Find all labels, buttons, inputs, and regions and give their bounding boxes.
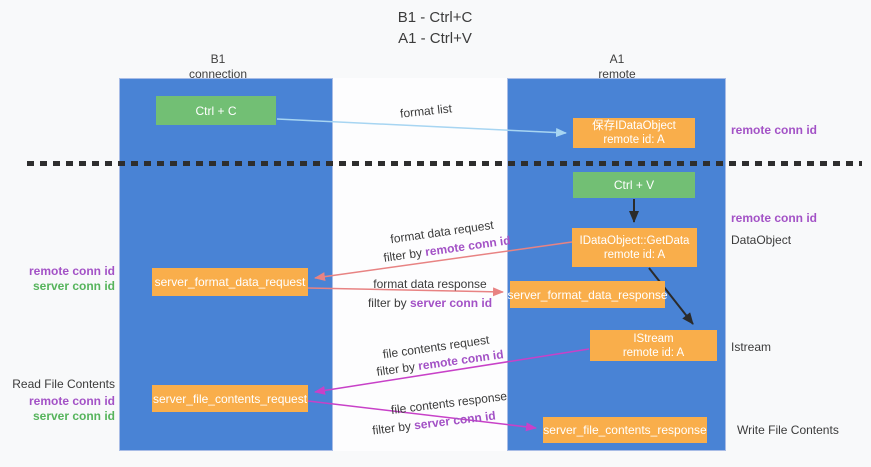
box-istream-line2: remote id: A bbox=[622, 346, 685, 359]
lifeline-header-b1: B1 connection bbox=[158, 52, 278, 82]
left-label-read-file-contents: Read File Contents bbox=[12, 377, 115, 391]
box-getdata-line1: IDataObject::GetData bbox=[579, 234, 690, 247]
right-label-remote-conn-id-2: remote conn id bbox=[731, 211, 818, 225]
box-server-format-data-response: server_format_data_response bbox=[507, 281, 668, 308]
flow-label-format-data-response: format data response bbox=[373, 277, 487, 291]
box-file-response-label: server_file_contents_response bbox=[543, 423, 707, 437]
phase-divider-dashed-line bbox=[27, 161, 862, 166]
box-idataobject-getdata: IDataObject::GetData remote id: A bbox=[572, 228, 697, 267]
title-line-2: A1 - Ctrl+V bbox=[398, 30, 472, 47]
box-ctrl-v: Ctrl + V bbox=[573, 172, 695, 198]
box-ctrl-c-label: Ctrl + C bbox=[195, 103, 237, 118]
box-istream-line1: IStream bbox=[633, 332, 674, 345]
box-save-idataobject-line1: 保存IDataObject bbox=[592, 120, 676, 132]
box-save-idataobject-line2: remote id: A bbox=[603, 134, 665, 146]
lifeline-a1-role: remote bbox=[598, 67, 636, 81]
right-label-write-file-contents: Write File Contents bbox=[737, 423, 839, 437]
left-label-server-conn-id-1: server conn id bbox=[32, 279, 115, 293]
box-save-idataobject: 保存IDataObject remote id: A bbox=[573, 118, 695, 148]
diagram-title: B1 - Ctrl+C A1 - Ctrl+V bbox=[355, 7, 515, 49]
box-ctrl-c: Ctrl + C bbox=[156, 96, 276, 125]
box-getdata-line2: remote id: A bbox=[603, 248, 666, 261]
left-label-server-conn-id-2: server conn id bbox=[32, 409, 115, 423]
right-label-dataobject: DataObject bbox=[731, 233, 792, 247]
box-file-request-label: server_file_contents_request bbox=[152, 391, 308, 406]
right-label-remote-conn-id-1: remote conn id bbox=[731, 123, 818, 137]
box-ctrl-v-label: Ctrl + V bbox=[613, 178, 655, 192]
box-format-response-label: server_format_data_response bbox=[507, 287, 668, 302]
lifeline-b1-name: B1 bbox=[210, 52, 226, 66]
lifeline-b1-role: connection bbox=[188, 67, 248, 81]
right-label-istream: Istream bbox=[731, 340, 772, 354]
title-line-1: B1 - Ctrl+C bbox=[397, 9, 473, 26]
flow-filter-server-1: filter by server conn id bbox=[368, 296, 492, 310]
left-label-remote-conn-id-2: remote conn id bbox=[28, 394, 115, 408]
lifeline-a1-name: A1 bbox=[609, 52, 625, 66]
lifeline-header-a1: A1 remote bbox=[557, 52, 677, 82]
box-server-file-contents-response: server_file_contents_response bbox=[543, 417, 707, 443]
filter-by-text: filter by bbox=[367, 296, 407, 310]
box-server-file-contents-request: server_file_contents_request bbox=[152, 385, 308, 412]
left-label-remote-conn-id-1: remote conn id bbox=[28, 264, 115, 278]
box-server-format-data-request: server_format_data_request bbox=[152, 268, 308, 296]
box-format-request-label: server_format_data_request bbox=[154, 275, 306, 289]
server-conn-id-text: server conn id bbox=[410, 296, 493, 310]
box-istream: IStream remote id: A bbox=[590, 330, 717, 361]
